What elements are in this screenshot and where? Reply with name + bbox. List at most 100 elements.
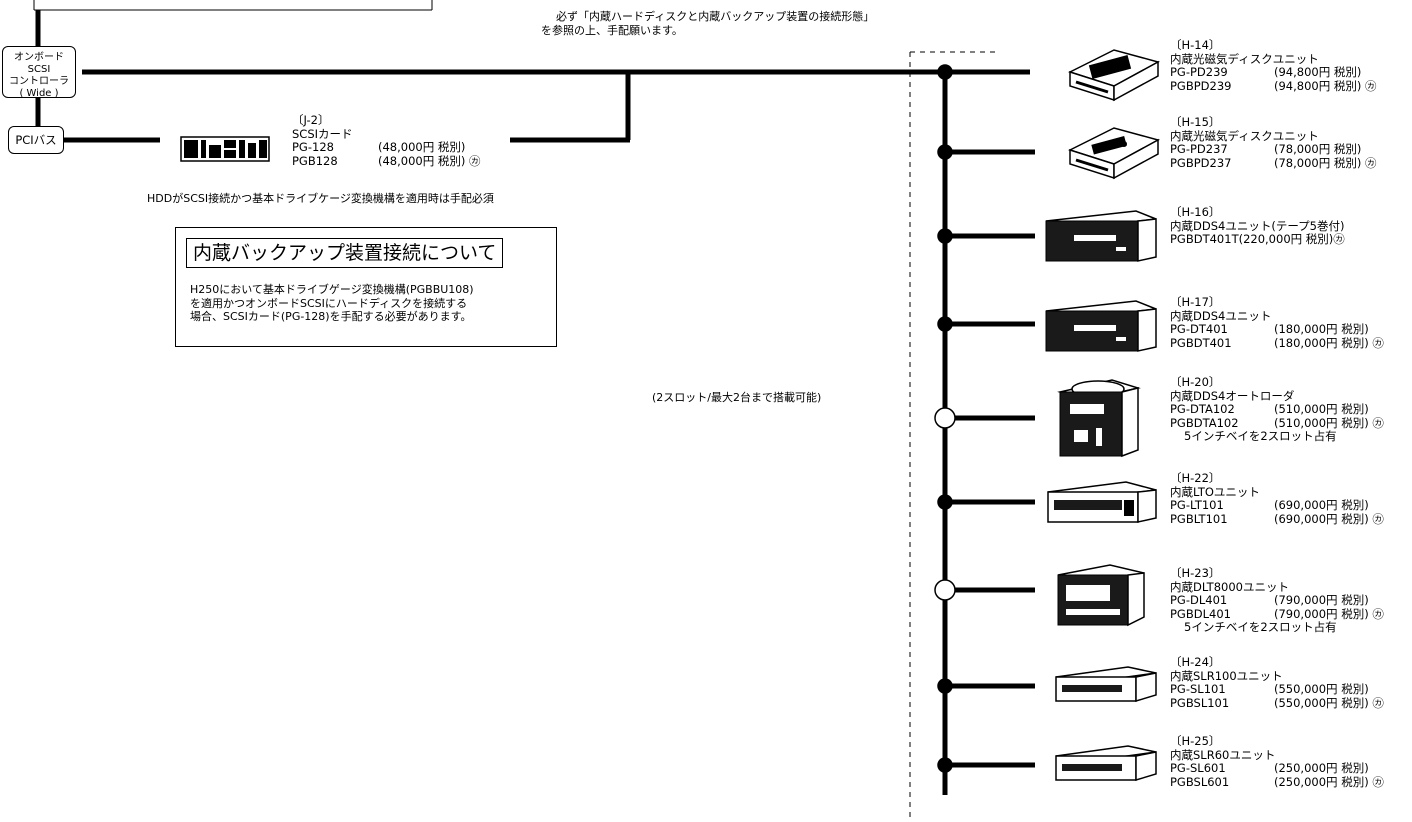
product-model: PGBLT101: [1170, 511, 1228, 526]
pci-bus-tag: PCIバス: [8, 126, 64, 154]
product-price-row: PG-PD239 (94,800円 税別): [1170, 65, 1377, 80]
dds4-drive-icon: [1045, 210, 1157, 262]
slot-capacity-note: (2スロット/最大2台まで搭載可能): [652, 391, 822, 404]
product-name: 内蔵LTOユニット: [1170, 484, 1260, 499]
price: (48,000円 税別) ㋕: [378, 153, 481, 168]
product-model: PGBDT401T(220,000円 税別)㋕: [1170, 232, 1345, 246]
bus-node: [937, 678, 953, 694]
onboard-scsi-controller-tag: オンボードSCSI コントローラ ( Wide ): [2, 46, 76, 99]
product-price-row: PG-SL601(250,000円 税別): [1170, 761, 1384, 776]
dds4-drive-icon: [1045, 300, 1157, 352]
product-price-row: PGBPD237(78,000円 税別) ㋕: [1170, 155, 1377, 171]
product-model: PGBDT401: [1170, 335, 1232, 350]
product-price-row: PGBLT101 (690,000円 税別) ㋕: [1170, 511, 1384, 527]
product-model: PGBPD237: [1170, 155, 1232, 170]
scsi-card-name: SCSIカード: [292, 126, 353, 141]
bus-node: [937, 757, 953, 773]
product-model: PG-PD239: [1170, 65, 1228, 79]
product-code: 〔H-22〕: [1170, 471, 1221, 485]
product-price: (180,000円 税別) ㋕: [1274, 335, 1384, 350]
scsi-card-icon: [180, 136, 270, 162]
product-code: 〔H-25〕: [1170, 734, 1221, 748]
product-name: 内蔵光磁気ディスクユニット: [1170, 51, 1319, 66]
price: (48,000円 税別): [378, 140, 466, 154]
scsi-card-code: 〔J-2〕: [292, 113, 330, 127]
info-box-title: 内蔵バックアップ装置接続について: [186, 238, 504, 268]
product-price: (790,000円 税別): [1274, 593, 1369, 607]
product-price: (180,000円 税別): [1274, 322, 1369, 336]
product-model: PG-LT101: [1170, 498, 1224, 512]
product-price-row: PG-LT101 (690,000円 税別): [1170, 498, 1384, 513]
product-code: 〔H-24〕: [1170, 655, 1221, 669]
backup-connection-info-box: 内蔵バックアップ装置接続について H250において基本ドライブゲージ変換機構(P…: [175, 227, 557, 347]
product-code: 〔H-17〕: [1170, 295, 1221, 309]
info-box-body: H250において基本ドライブゲージ変換機構(PGBBU108) を適用かつオンボ…: [190, 283, 474, 324]
info-line: を適用かつオンボードSCSIにハードディスクを接続する: [190, 296, 468, 310]
product-code: 〔H-14〕: [1170, 38, 1221, 52]
bus-node-open: [934, 579, 956, 601]
product-price: (78,000円 税別): [1274, 142, 1362, 156]
product-model: PG-PD237: [1170, 142, 1228, 156]
product-price-row: PGBSL101 (550,000円 税別) ㋕: [1170, 695, 1384, 711]
product-price: (510,000円 税別): [1274, 402, 1369, 416]
product-name: 内蔵SLR60ユニット: [1170, 747, 1276, 762]
product-price: (550,000円 税別) ㋕: [1274, 695, 1384, 710]
product-price-row: PG-PD237 (78,000円 税別): [1170, 142, 1377, 157]
product-model: PGBPD239: [1170, 78, 1232, 93]
product-price-row: PGBDL401 (790,000円 税別) ㋕: [1170, 606, 1384, 622]
product-price: (690,000円 税別): [1274, 498, 1369, 512]
product-price-row: PG-SL101(550,000円 税別): [1170, 682, 1384, 697]
product-name: 内蔵光磁気ディスクユニット: [1170, 128, 1319, 143]
product-price: (94,800円 税別): [1274, 65, 1362, 79]
autoloader-icon: [1057, 379, 1141, 458]
product-name: 内蔵DDS4ユニット(テープ5巻付): [1170, 218, 1345, 233]
mo-drive-icon: [1068, 127, 1160, 180]
product-price-row: PGBDT401T(220,000円 税別)㋕: [1170, 232, 1345, 247]
product-model: PG-DTA102: [1170, 402, 1235, 416]
header-note-line1: 必ず「内蔵ハードディスクと内蔵バックアップ装置の接続形態」: [556, 10, 875, 23]
mo-drive-icon: [1068, 49, 1160, 102]
product-model: PGBDL401: [1170, 606, 1231, 621]
bus-node: [937, 144, 953, 160]
header-note-line2: を参照の上、手配願います。: [541, 24, 683, 37]
product-extra-note: 5インチベイを2スロット占有: [1184, 429, 1337, 443]
bus-node: [937, 228, 953, 244]
product-model: PG-DT401: [1170, 322, 1228, 336]
bus-node: [937, 64, 953, 80]
lto-drive-icon: [1047, 481, 1157, 523]
scsi-card-row: PGB128(48,000円 税別) ㋕: [292, 153, 481, 169]
product-price-row: PG-DT401 (180,000円 税別): [1170, 322, 1384, 337]
product-price-row: PGBSL601(250,000円 税別) ㋕: [1170, 774, 1384, 790]
onboard-tag-line2: コントローラ: [9, 76, 69, 87]
product-model: PGBDTA102: [1170, 415, 1239, 430]
product-price: (510,000円 税別) ㋕: [1274, 415, 1384, 430]
onboard-tag-line1: オンボードSCSI: [14, 52, 64, 75]
product-price: (94,800円 税別) ㋕: [1274, 78, 1377, 93]
bus-node-open: [934, 407, 956, 429]
product-price-row: PG-DL401 (790,000円 税別): [1170, 593, 1384, 608]
product-price: (690,000円 税別) ㋕: [1274, 511, 1384, 526]
product-extra-note: 5インチベイを2スロット占有: [1184, 620, 1337, 634]
product-price-row: PGBDTA102 (510,000円 税別) ㋕: [1170, 415, 1384, 431]
product-model: PG-DL401: [1170, 593, 1228, 607]
product-model: PG-SL601: [1170, 761, 1226, 775]
product-name: 内蔵DDS4オートローダ: [1170, 388, 1295, 403]
product-model: PGBSL101: [1170, 695, 1230, 710]
product-code: 〔H-23〕: [1170, 566, 1221, 580]
info-line: 場合、SCSIカード(PG-128)を手配する必要があります。: [190, 310, 472, 323]
dlt8000-drive-icon: [1057, 564, 1145, 627]
slr60-drive-icon: [1055, 745, 1157, 782]
product-code: 〔H-15〕: [1170, 115, 1221, 129]
scsi-card-row: PG-128(48,000円 税別): [292, 140, 481, 155]
product-price: (250,000円 税別) ㋕: [1274, 774, 1384, 789]
scsi-card-info: 〔J-2〕 SCSIカード PG-128(48,000円 税別) PGB128(…: [292, 113, 481, 169]
product-price: (790,000円 税別) ㋕: [1274, 606, 1384, 621]
